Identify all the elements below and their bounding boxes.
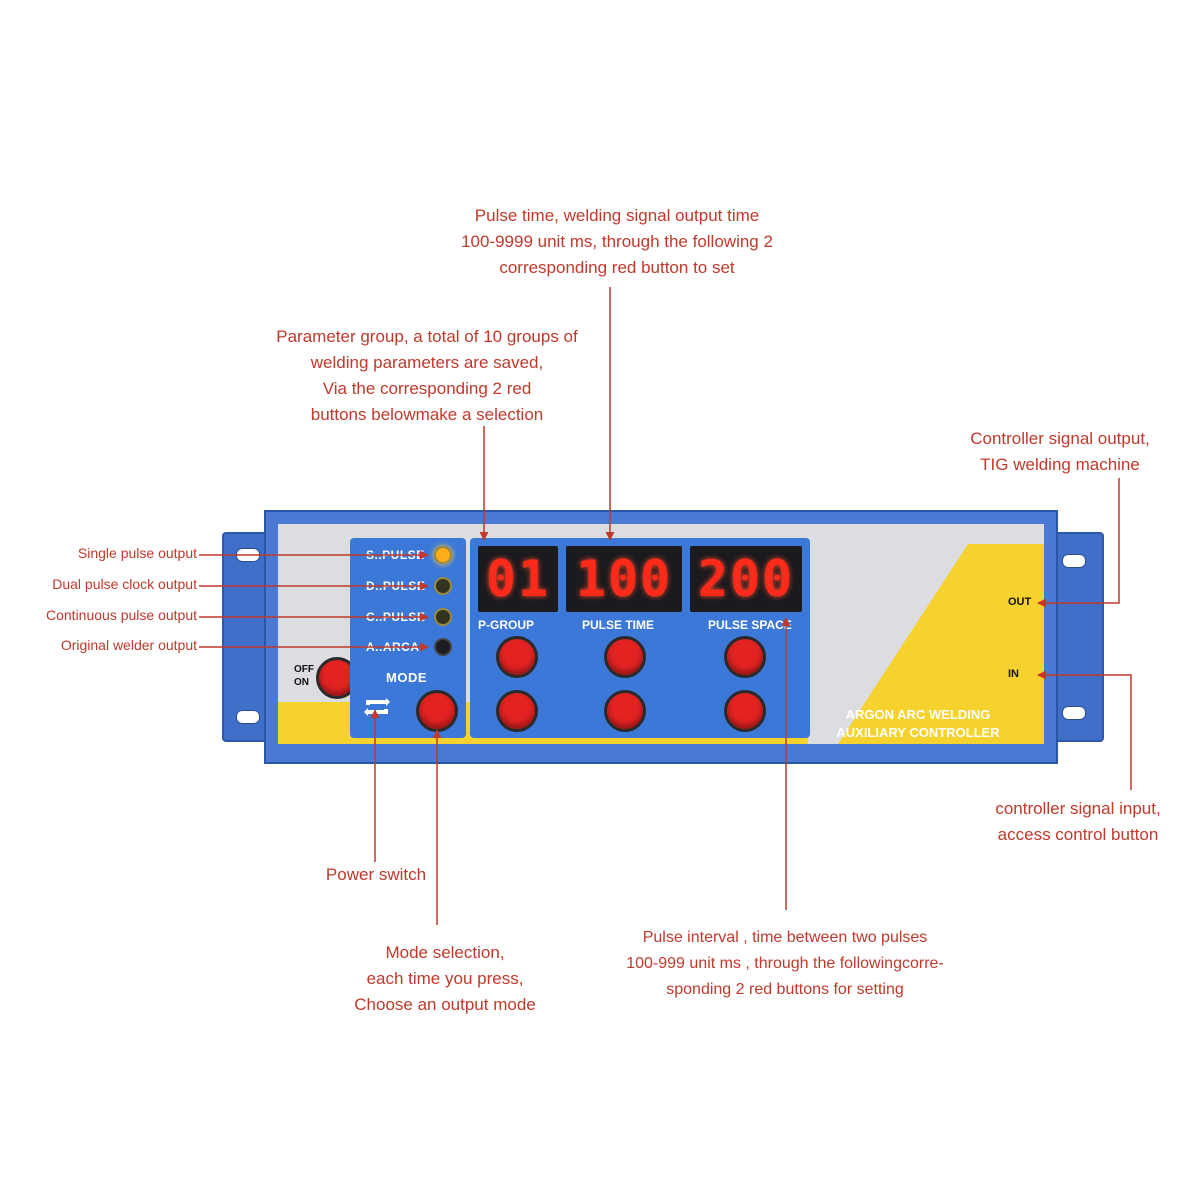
- out-port-label: OUT: [1008, 596, 1032, 608]
- parameter-group-note: Parameter group, a total of 10 groups of…: [276, 327, 578, 424]
- pulse-interval-note: Pulse interval , time between two pulses…: [626, 929, 944, 998]
- pulse-space-display: 200: [690, 546, 802, 612]
- continuous-pulse-label: Continuous pulse output: [46, 607, 197, 623]
- led-label-d-pulse: D..PULSE: [366, 579, 426, 593]
- p-group-down-button[interactable]: [496, 690, 538, 732]
- original-welder-label: Original welder output: [60, 637, 197, 653]
- power-off-label: OFF: [294, 664, 314, 675]
- dual-pulse-label: Dual pulse clock output: [52, 576, 197, 592]
- mounting-hole: [1062, 706, 1086, 720]
- mounting-hole: [1062, 554, 1086, 568]
- power-on-label: ON: [294, 677, 309, 688]
- front-panel: OFF ON S..PULSE D..PULSE C..PULSE A..ARC…: [278, 524, 1044, 744]
- led-label-s-pulse: S..PULSE: [366, 548, 425, 562]
- controller-case: OFF ON S..PULSE D..PULSE C..PULSE A..ARC…: [264, 510, 1058, 764]
- cycle-arrows-icon: [364, 698, 390, 716]
- pulse-time-up-button[interactable]: [604, 636, 646, 678]
- pulse-space-label: PULSE SPACE: [708, 618, 792, 632]
- mode-label: MODE: [386, 670, 427, 685]
- mode-button[interactable]: [416, 690, 458, 732]
- led-label-a-arca: A..ARCA: [366, 640, 420, 654]
- display-panel: 01 100 200 P-GROUP PULSE TIME PULSE SPAC…: [470, 538, 810, 738]
- power-switch-note: Power switch: [325, 865, 427, 884]
- pulse-space-down-button[interactable]: [724, 690, 766, 732]
- mounting-hole: [236, 710, 260, 724]
- single-pulse-label: Single pulse output: [77, 545, 197, 561]
- in-port-label: IN: [1008, 668, 1019, 680]
- p-group-label: P-GROUP: [478, 618, 535, 632]
- pulse-time-label: PULSE TIME: [582, 618, 655, 632]
- signal-output-note: Controller signal output, TIG welding ma…: [970, 429, 1150, 474]
- mounting-hole: [236, 548, 260, 562]
- p-group-digits: 01: [485, 550, 551, 608]
- signal-input-note: controller signal input, access control …: [995, 799, 1161, 844]
- pulse-time-display: 100: [566, 546, 682, 612]
- pulse-time-digits: 100: [575, 550, 673, 608]
- c-pulse-led: [434, 608, 452, 626]
- s-pulse-led: [434, 546, 452, 564]
- pulse-time-note: Pulse time, welding signal output time 1…: [461, 206, 773, 277]
- mode-selection-note: Mode selection, each time you press, Cho…: [354, 943, 536, 1014]
- pulse-space-up-button[interactable]: [724, 636, 766, 678]
- pulse-time-down-button[interactable]: [604, 690, 646, 732]
- p-group-display: 01: [478, 546, 558, 612]
- mode-panel: S..PULSE D..PULSE C..PULSE A..ARCA MODE: [350, 538, 466, 738]
- led-label-c-pulse: C..PULSE: [366, 610, 426, 624]
- a-arca-led: [434, 638, 452, 656]
- d-pulse-led: [434, 577, 452, 595]
- brand-text: ARGON ARC WELDING AUXILIARY CONTROLLER: [836, 707, 1000, 740]
- p-group-up-button[interactable]: [496, 636, 538, 678]
- pulse-space-digits: 200: [697, 550, 795, 608]
